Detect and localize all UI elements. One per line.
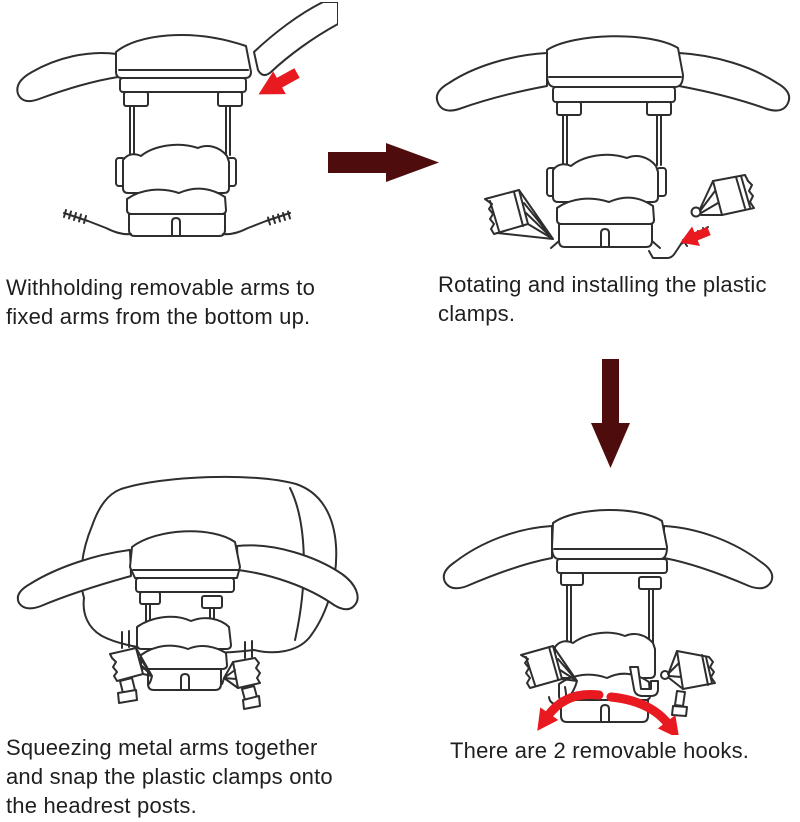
clamp-block-upper [122, 143, 230, 194]
step-1-illustration [16, 2, 338, 237]
plastic-clamp-left [520, 645, 578, 706]
top-housing [546, 35, 684, 88]
clamp-block-upper [552, 153, 659, 203]
fixed-arm-right [663, 525, 774, 590]
clamp-block-upper [136, 615, 232, 650]
fixed-arm-right [678, 52, 791, 112]
caption-line: Squeezing metal arms together [6, 735, 318, 760]
step-1-caption: Withholding removable arms to fixed arms… [6, 273, 315, 331]
clamp-block-lower [126, 187, 227, 215]
headrest-posts [121, 630, 253, 659]
caption-line: clamps. [438, 301, 516, 326]
headrest-hanger-device [16, 34, 291, 237]
top-housing [115, 34, 252, 79]
caption-line: Rotating and installing the plastic [438, 272, 767, 297]
base-plate [552, 86, 676, 103]
clamp-block-lower [140, 644, 228, 670]
plastic-clamp-installed [484, 189, 554, 240]
step-3-illustration [16, 475, 359, 710]
caption-line: fixed arms from the bottom up. [6, 304, 311, 329]
swing-arrow-right-icon [606, 692, 680, 735]
step-4-caption: There are 2 removable hooks. [450, 736, 749, 765]
plastic-clamp-left [109, 647, 153, 704]
caption-line: and snap the plastic clamps onto [6, 764, 333, 789]
fixed-arm-right [236, 544, 359, 611]
step-4-illustration [442, 509, 774, 735]
top-housing [551, 509, 668, 560]
threaded-tip-left [63, 209, 87, 224]
removable-hook-center [629, 666, 659, 697]
clamp-block-lower [556, 196, 655, 225]
caption-line: the headrest posts. [6, 793, 197, 818]
fixed-arm-left [16, 51, 119, 103]
step-2-caption: Rotating and installing the plastic clam… [438, 270, 767, 328]
base-plate [135, 577, 235, 593]
step-3-caption: Squeezing metal arms together and snap t… [6, 733, 333, 820]
fixed-arm-left [435, 52, 548, 112]
insert-arrow-icon [258, 68, 300, 95]
metal-arm-right [222, 210, 291, 236]
vertical-rods [562, 114, 662, 166]
plastic-clamp-removable [690, 174, 755, 218]
headrest-hanger-device [16, 530, 359, 691]
vertical-rods [145, 603, 215, 633]
plastic-clamp-right [660, 650, 716, 717]
install-arrow-icon [680, 226, 711, 246]
fixed-arm-left [442, 525, 553, 590]
vertical-rods [566, 584, 654, 648]
plastic-clamp-right [221, 657, 261, 710]
caption-line: There are 2 removable hooks. [450, 738, 750, 763]
threaded-tip-right [267, 210, 291, 226]
metal-arm-left [63, 209, 132, 236]
headrest-hanger-device [442, 509, 774, 723]
base-plate [119, 77, 247, 93]
caption-line: Withholding removable arms to [6, 275, 316, 300]
base-plate [556, 558, 668, 574]
arrow-down-icon [591, 359, 630, 468]
swing-arrow-left-icon [537, 689, 604, 731]
removable-arm [253, 2, 338, 76]
fixed-arm-left [16, 549, 132, 610]
vertical-rods [129, 105, 231, 156]
step-2-illustration [435, 35, 791, 259]
top-housing [129, 530, 241, 579]
arrow-right-icon [328, 143, 439, 182]
headrest-hanger-device [435, 35, 791, 249]
